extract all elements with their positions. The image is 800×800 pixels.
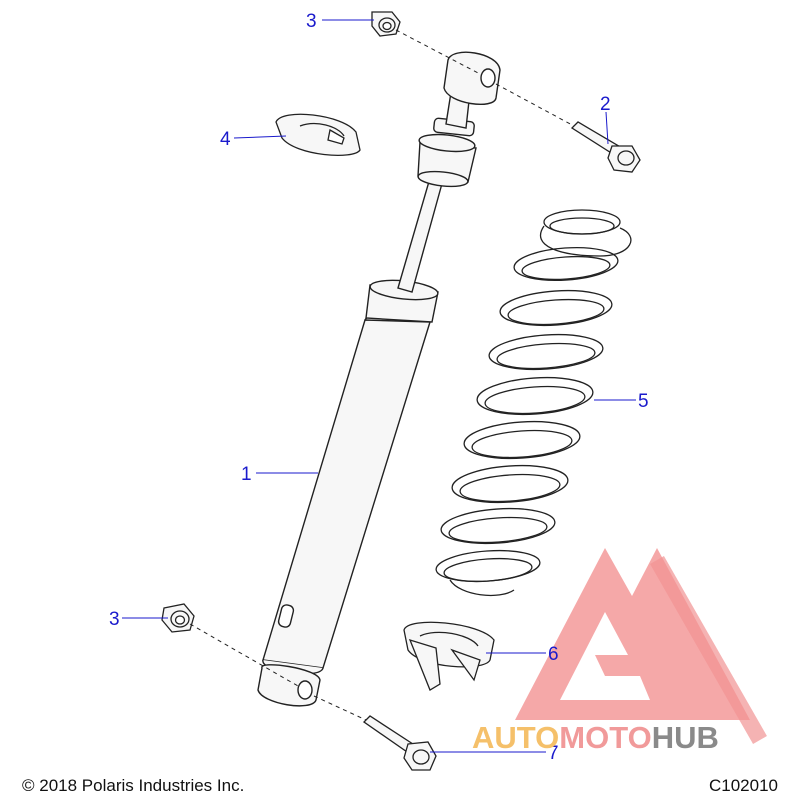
callout-3-lower: 3 bbox=[109, 609, 120, 630]
callout-4: 4 bbox=[220, 129, 231, 150]
shock-absorber bbox=[257, 51, 501, 707]
upper-nut bbox=[371, 11, 401, 37]
watermark-logo-icon bbox=[515, 548, 767, 744]
copyright-text: © 2018 Polaris Industries Inc. bbox=[22, 776, 245, 795]
watermark-auto: AUTO bbox=[472, 720, 559, 755]
callout-5: 5 bbox=[638, 391, 649, 412]
svg-text:AUTOMOTOHUB: AUTOMOTOHUB bbox=[472, 720, 719, 755]
lower-bolt bbox=[362, 715, 437, 771]
coil-spring bbox=[435, 209, 632, 597]
upper-bolt bbox=[570, 121, 641, 173]
callout-6: 6 bbox=[548, 644, 559, 665]
leader-lines bbox=[122, 19, 636, 753]
callout-1: 1 bbox=[241, 464, 252, 485]
callout-2: 2 bbox=[600, 94, 611, 115]
alignment-lines bbox=[189, 29, 575, 721]
lower-nut bbox=[161, 603, 195, 633]
diagram-code: C102010 bbox=[708, 776, 778, 795]
retainer-clip bbox=[275, 113, 361, 156]
watermark-moto: MOTO bbox=[559, 720, 651, 755]
callout-7: 7 bbox=[548, 743, 559, 764]
spring-seat bbox=[403, 621, 495, 691]
watermark-hub: HUB bbox=[652, 720, 719, 755]
callout-3-upper: 3 bbox=[306, 11, 317, 32]
